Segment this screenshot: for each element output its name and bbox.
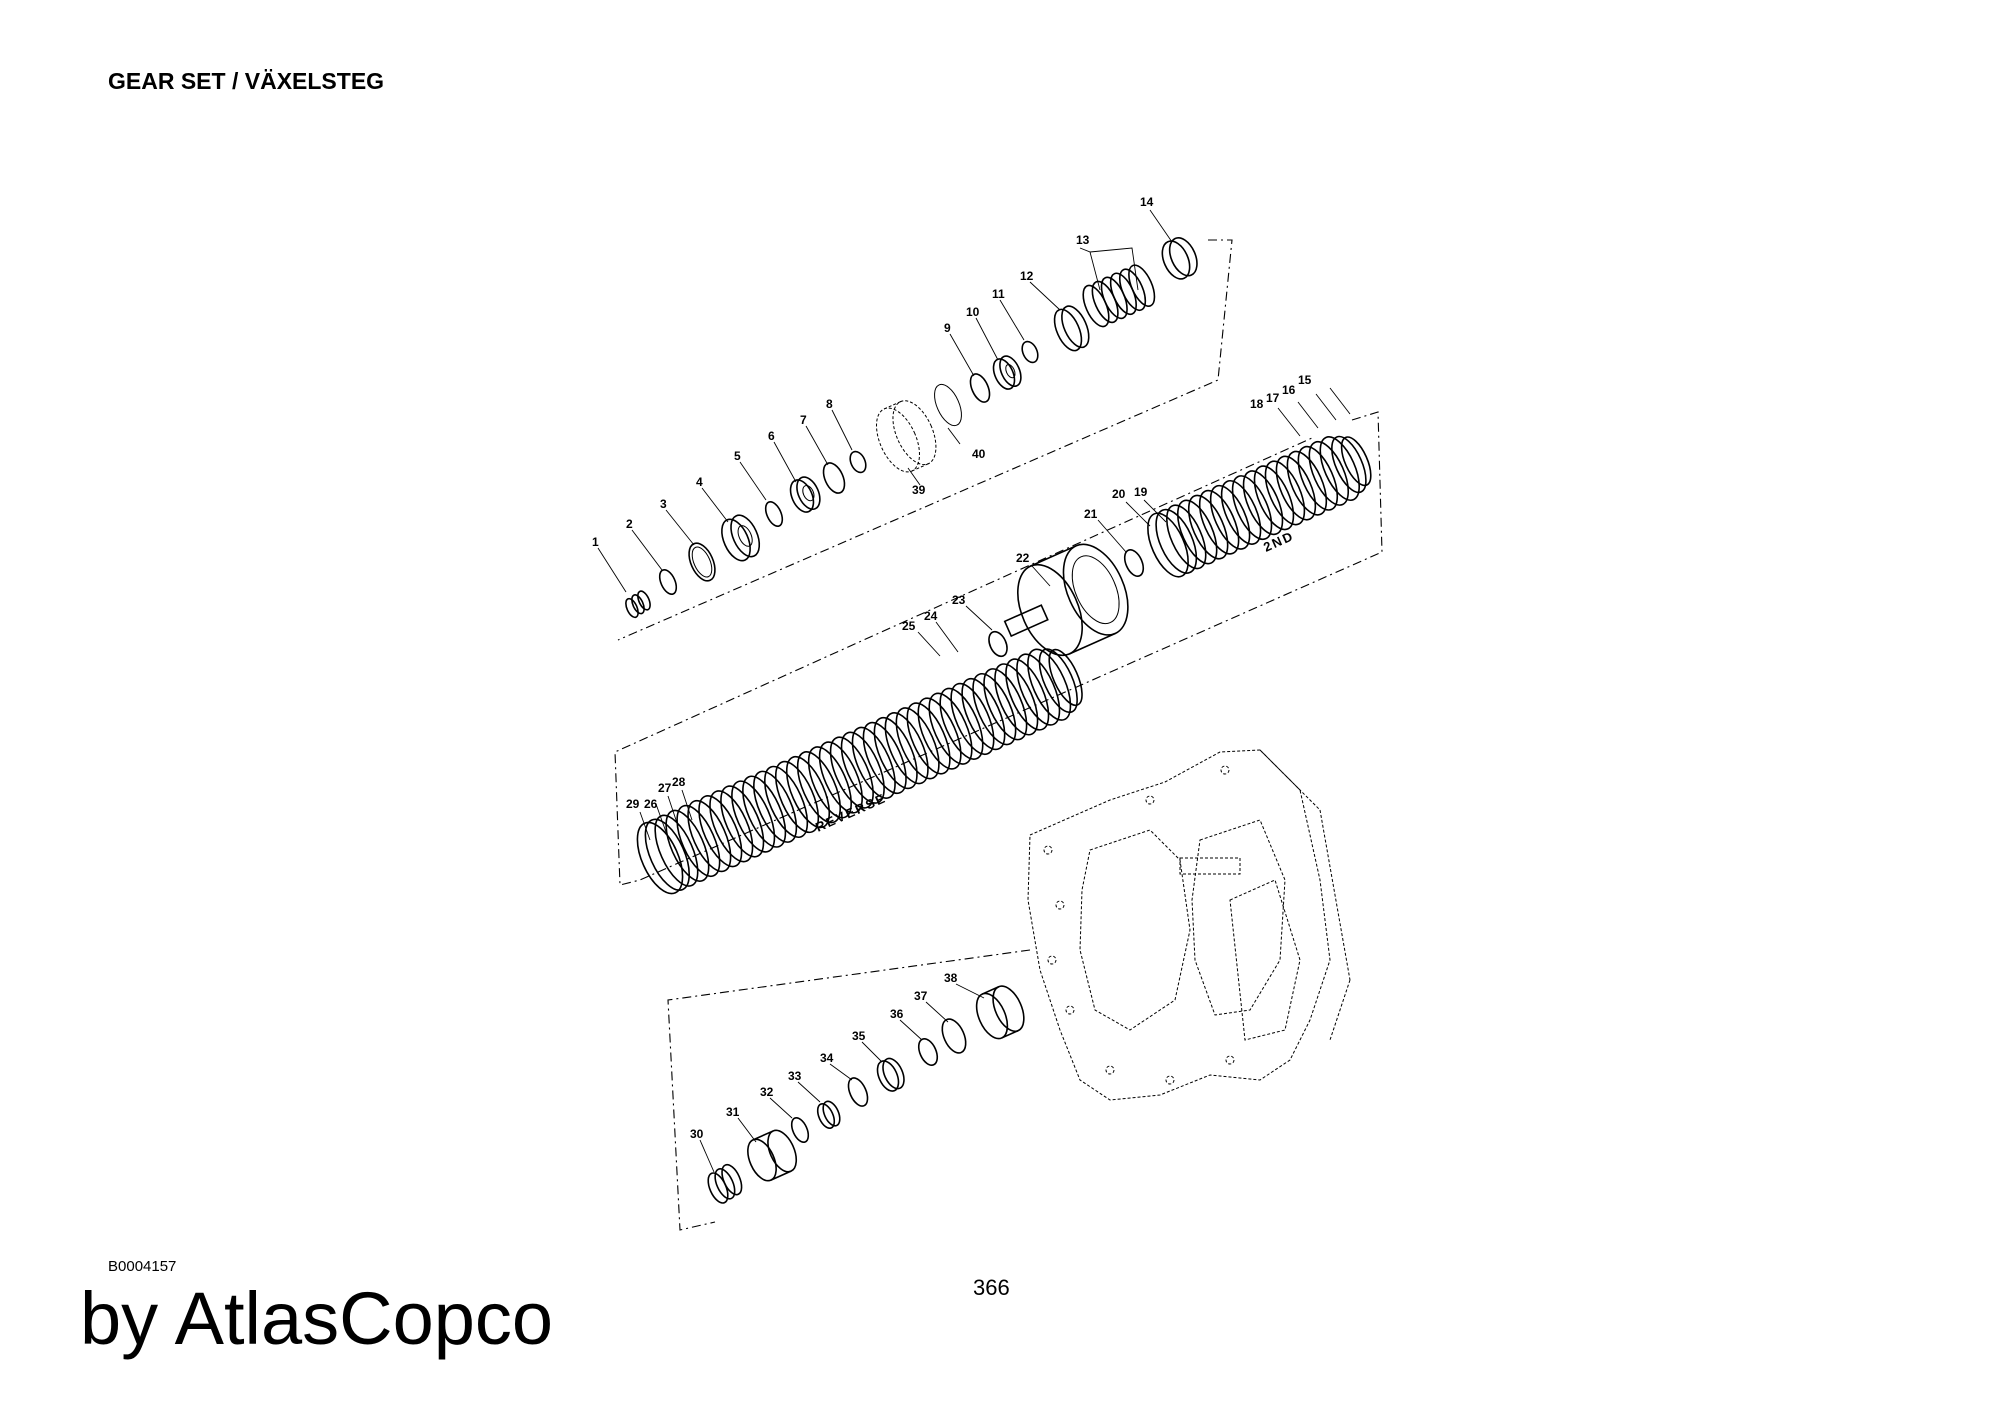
transmission-housing [1027,749,1351,1101]
callout-32: 32 [760,1085,774,1099]
callout-7: 7 [800,413,807,427]
callout-16: 16 [1282,383,1296,397]
part-23 [988,630,1008,658]
part-11 [1021,340,1039,364]
callout-6: 6 [768,429,775,443]
callout-25: 25 [902,619,916,633]
part-8 [849,450,867,474]
callout-19: 19 [1134,485,1148,499]
lower-shaft-parts [707,985,1025,1204]
page-number: 366 [973,1275,1010,1300]
callout-33: 33 [788,1069,802,1083]
callout-37: 37 [914,989,928,1003]
callout-3: 3 [660,497,667,511]
callout-23: 23 [952,593,966,607]
callout-38: 38 [944,971,958,985]
part-13 [1082,264,1156,328]
part-5 [764,500,784,528]
callout-17: 17 [1266,391,1280,405]
part-12 [1053,305,1090,352]
callout-labels: 1 2 3 4 5 6 7 8 9 10 11 12 13 14 15 16 1… [592,195,1312,1141]
document-id: B0004157 [108,1258,177,1275]
callout-11: 11 [992,287,1005,301]
callout-26: 26 [644,797,658,811]
callout-24: 24 [924,609,938,623]
callout-1: 1 [592,535,599,549]
callout-40: 40 [972,447,986,461]
callout-29: 29 [626,797,640,811]
assembly-boundary-lines [614,239,1383,1231]
callout-34: 34 [820,1051,834,1065]
part-31 [747,1129,798,1182]
part-14 [1161,237,1198,280]
callout-28: 28 [672,775,686,789]
callout-10: 10 [966,305,980,319]
callout-9: 9 [944,321,951,335]
callout-12: 12 [1020,269,1034,283]
part-34 [847,1077,869,1107]
upper-shaft-parts [625,237,1198,619]
reverse-clutch-pack [636,648,1083,895]
part-33 [816,1100,841,1130]
page-title: GEAR SET / VÄXELSTEG [108,68,385,94]
callout-15: 15 [1298,373,1312,387]
part-40 [934,383,962,427]
callout-8: 8 [826,397,833,411]
part-7 [822,462,846,494]
callout-4: 4 [696,475,703,489]
part-6 [789,476,821,513]
callout-5: 5 [734,449,741,463]
part-22 [1003,543,1129,657]
part-1 [625,590,651,619]
callout-36: 36 [890,1007,904,1021]
callout-18: 18 [1250,397,1264,411]
part-38 [975,985,1025,1040]
brand-watermark: by AtlasCopco [80,1277,554,1360]
part-2 [658,568,678,596]
callout-2: 2 [626,517,633,531]
part-36 [917,1038,939,1066]
part-21 [1123,549,1145,577]
callout-leaders [597,209,1351,1173]
callout-21: 21 [1084,507,1098,521]
callout-14: 14 [1140,195,1154,209]
callout-39: 39 [912,483,926,497]
part-35 [876,1057,905,1092]
callout-31: 31 [726,1105,740,1119]
callout-35: 35 [852,1029,866,1043]
callout-20: 20 [1112,487,1126,501]
callout-22: 22 [1016,551,1030,565]
part-37 [941,1018,967,1054]
part-10 [992,355,1022,390]
second-clutch-pack [1123,435,1372,578]
part-32 [790,1116,810,1144]
callout-30: 30 [690,1127,704,1141]
part-39 [876,400,937,473]
part-30 [707,1163,743,1204]
callout-27: 27 [658,781,672,795]
part-4 [721,514,761,562]
part-3 [688,542,716,582]
part-9 [969,373,991,403]
callout-13: 13 [1076,233,1090,247]
